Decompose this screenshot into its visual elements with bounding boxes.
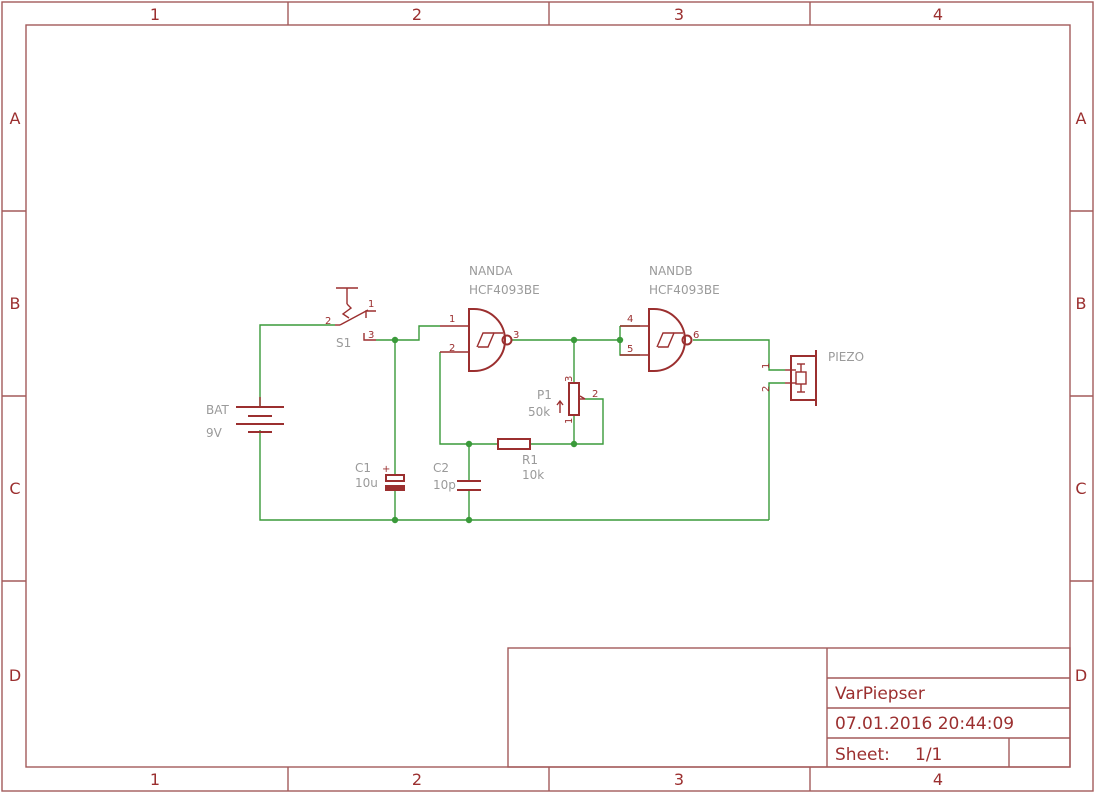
zone-col-4-top: 4: [933, 5, 943, 24]
battery-symbol: [236, 397, 284, 433]
capacitor-c2-symbol: [457, 480, 481, 491]
zone-row-d-left: D: [9, 666, 21, 685]
zone-col-2-top: 2: [412, 5, 422, 24]
capacitor-c1-name: C1: [355, 461, 371, 475]
zone-row-b-right: B: [1076, 294, 1087, 313]
junction-nandb-in: [616, 336, 624, 344]
capacitor-c2-value: 10p: [433, 478, 456, 492]
switch-pin-1: 1: [368, 299, 374, 310]
potentiometer-value: 50k: [528, 405, 550, 419]
potentiometer-pin-1: 1: [564, 418, 575, 424]
potentiometer-name: P1: [537, 388, 552, 402]
piezo-pin-2: 2: [761, 386, 772, 392]
zone-row-d-right: D: [1075, 666, 1087, 685]
nand-a-name: NANDA: [469, 264, 513, 278]
junction-c2-bottom: [465, 516, 473, 524]
nand-gate-a-symbol: [440, 308, 513, 372]
resistor-r1-name: R1: [522, 453, 538, 467]
junction-c1-top: [391, 336, 399, 344]
piezo-pin-1: 1: [761, 363, 772, 369]
nand-b-pin-5: 5: [627, 344, 633, 355]
zone-row-b-left: B: [10, 294, 21, 313]
zone-col-1-top: 1: [150, 5, 160, 24]
zone-col-2-bottom: 2: [412, 770, 422, 789]
zone-row-c-right: C: [1075, 479, 1086, 498]
potentiometer-symbol: [556, 382, 586, 416]
nand-b-name: NANDB: [649, 264, 693, 278]
piezo-symbol: [785, 350, 817, 406]
zone-col-3-top: 3: [674, 5, 684, 24]
piezo-name: PIEZO: [828, 350, 864, 364]
drawing-title: VarPiepser: [835, 684, 925, 704]
nand-gate-b-symbol: [620, 308, 693, 372]
drawing-date: 07.01.2016 20:44:09: [835, 714, 1014, 734]
zone-col-1-bottom: 1: [150, 770, 160, 789]
capacitor-c2-name: C2: [433, 461, 449, 475]
nand-b-value: HCF4093BE: [649, 283, 720, 297]
nand-a-pin-2: 2: [449, 343, 455, 354]
zone-row-c-left: C: [9, 479, 20, 498]
junction-pot-top: [570, 336, 578, 344]
nand-a-pin-1: 1: [449, 314, 455, 325]
junction-pot-bottom: [570, 440, 578, 448]
nand-a-pin-3: 3: [513, 330, 519, 341]
zone-row-a-left: A: [10, 109, 21, 128]
switch-name: S1: [336, 336, 351, 350]
zone-col-4-bottom: 4: [933, 770, 943, 789]
resistor-r1-symbol: [497, 438, 531, 450]
zone-col-3-bottom: 3: [674, 770, 684, 789]
switch-pin-3: 3: [368, 330, 374, 341]
switch-pin-2: 2: [325, 316, 331, 327]
potentiometer-pin-2: 2: [592, 389, 598, 400]
wires: [259, 324, 785, 521]
battery-value: 9V: [206, 426, 223, 440]
sheet-number: 1/1: [915, 745, 942, 765]
potentiometer-pin-3: 3: [564, 376, 575, 382]
title-block: [507, 647, 1071, 768]
switch-symbol: [335, 287, 376, 341]
nand-a-value: HCF4093BE: [469, 283, 540, 297]
resistor-r1-value: 10k: [522, 468, 544, 482]
capacitor-c1-value: 10u: [355, 476, 378, 490]
sheet-label: Sheet:: [835, 745, 890, 765]
zone-row-a-right: A: [1076, 109, 1087, 128]
capacitor-c1-symbol: [385, 474, 405, 491]
junction-c1-bottom: [391, 516, 399, 524]
capacitor-c1-polarity: +: [382, 464, 390, 475]
nand-b-pin-4: 4: [627, 314, 633, 325]
battery-name: BAT: [206, 403, 230, 417]
junction-c2-top: [465, 440, 473, 448]
nand-b-pin-6: 6: [693, 330, 699, 341]
